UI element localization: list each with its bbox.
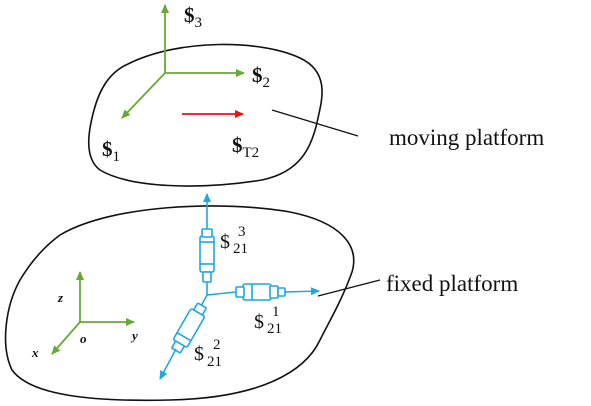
screw-21-1-label: $ xyxy=(254,311,264,333)
screw-21-2-arrow xyxy=(159,348,177,380)
fixed-platform-outline xyxy=(4,205,355,402)
fixed-leader-line xyxy=(317,279,381,297)
screw-21-3-sub: 21 xyxy=(233,241,248,257)
screw-21-1-sup: 1 xyxy=(272,304,280,320)
screw-21-1-arrow xyxy=(284,287,320,296)
screw-3-label: $3 xyxy=(184,3,202,31)
screw-21-3-label: $ xyxy=(220,231,230,253)
y-axis-label: y xyxy=(130,328,138,343)
screw-1-label: $1 xyxy=(102,137,120,165)
screw-21-3-sup: 3 xyxy=(238,224,246,240)
x-axis-label: x xyxy=(31,345,39,360)
screw-2-label: $2 xyxy=(252,63,270,91)
origin-label: o xyxy=(80,331,87,346)
moving-leader-line xyxy=(271,109,359,137)
x-axis-arrow xyxy=(51,321,81,355)
screw-1-arrow xyxy=(121,72,166,119)
moving-platform-label: moving platform xyxy=(389,125,544,150)
moving-platform-outline xyxy=(87,43,323,187)
screw-21-1-sub: 21 xyxy=(267,321,282,337)
fixed-platform-label: fixed platform xyxy=(386,271,518,296)
z-axis-label: z xyxy=(57,290,64,305)
screw-t2-label: $T2 xyxy=(232,133,259,161)
screw-21-2-sup: 2 xyxy=(213,337,221,353)
fixed-joint-group xyxy=(159,193,320,380)
screw-21-2-sub: 21 xyxy=(207,354,222,370)
screw-21-2-label: $ xyxy=(194,343,204,365)
joint-horizontal-body xyxy=(242,283,272,301)
